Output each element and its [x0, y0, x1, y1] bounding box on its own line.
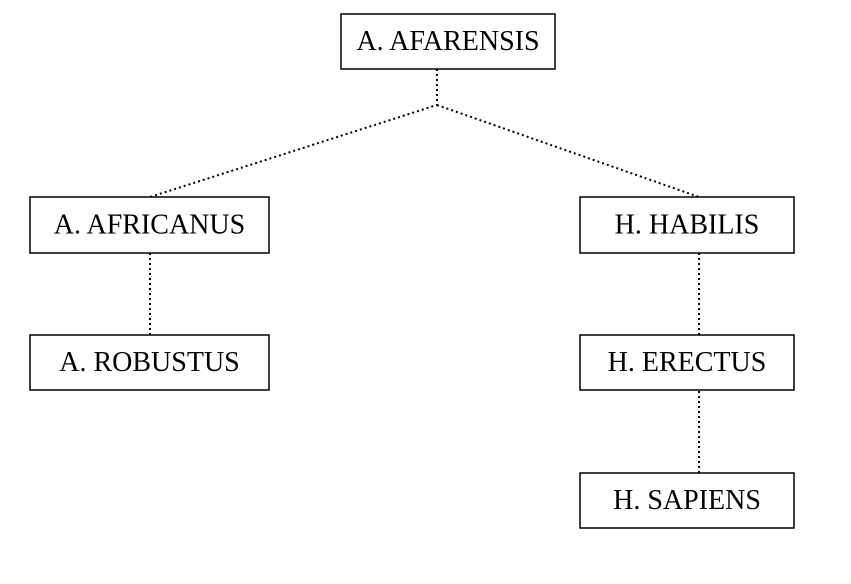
node-box — [579, 196, 795, 254]
node-box — [29, 334, 270, 391]
node-label: A. AFRICANUS — [54, 210, 245, 241]
node-erectus: H. ERECTUS — [579, 334, 795, 391]
node-label: H. ERECTUS — [608, 347, 767, 378]
edges — [149, 69, 700, 473]
node-africanus: A. AFRICANUS — [29, 196, 270, 254]
node-robustus: A. ROBUSTUS — [29, 334, 270, 391]
node-habilis: H. HABILIS — [579, 196, 795, 254]
node-box — [340, 13, 556, 70]
node-box — [579, 334, 795, 391]
node-box — [579, 472, 795, 529]
node-label: H. HABILIS — [615, 210, 760, 241]
edge-afarensis-habilis — [436, 104, 700, 198]
node-box — [29, 196, 270, 254]
node-label: A. ROBUSTUS — [59, 347, 239, 378]
node-label: H. SAPIENS — [613, 485, 761, 516]
node-label: A. AFARENSIS — [356, 26, 539, 57]
node-afarensis: A. AFARENSIS — [340, 13, 556, 70]
edge-afarensis-africanus — [149, 69, 438, 198]
node-sapiens: H. SAPIENS — [579, 472, 795, 529]
